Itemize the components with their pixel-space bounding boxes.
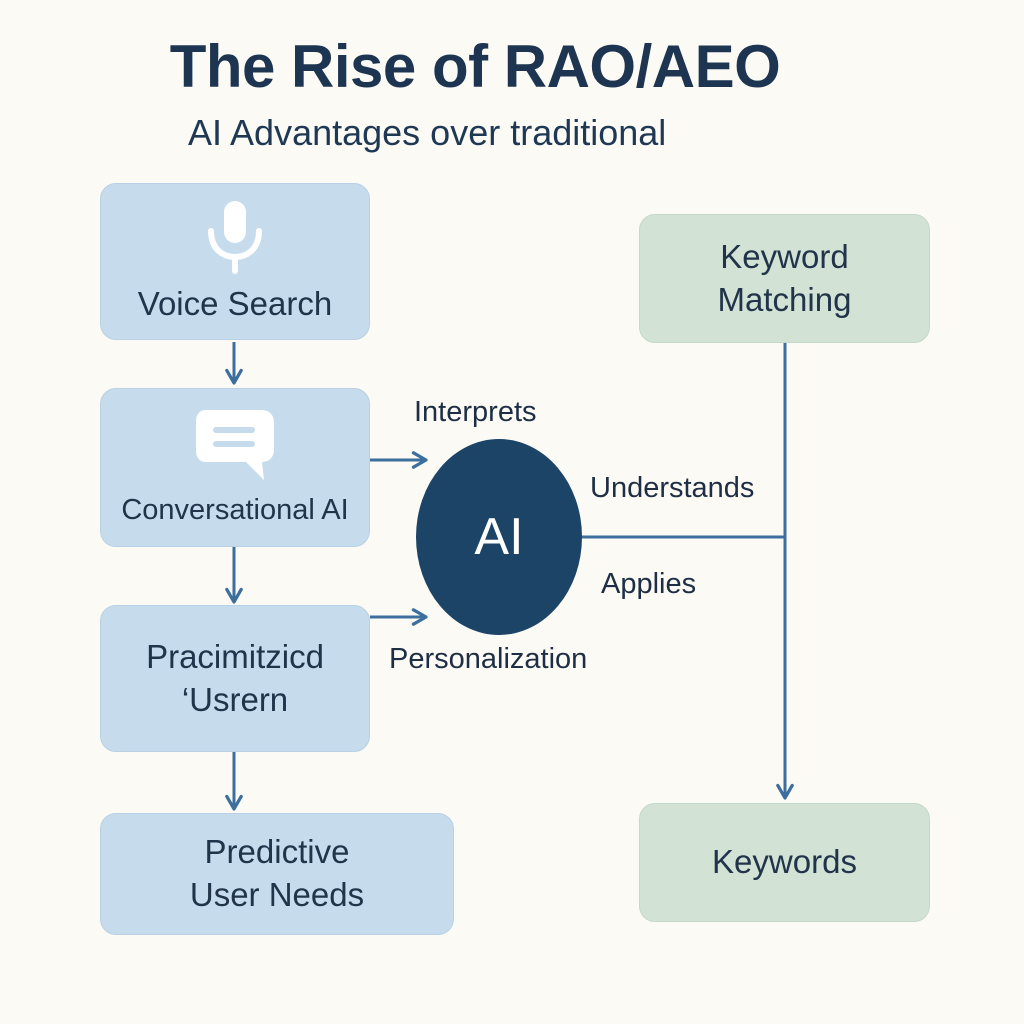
predictive-line1: Predictive (204, 833, 350, 871)
diagram-title: The Rise of RAO/AEO (169, 33, 781, 100)
microphone-icon (208, 201, 262, 275)
voice-search-box: Voice Search (100, 183, 370, 340)
personalized-users-line2: ‘Usrern (181, 680, 289, 718)
edge-label-personalization: Personalization (389, 643, 588, 675)
edge-label-applies: Applies (601, 568, 697, 600)
keywords-label: Keywords (712, 843, 857, 881)
voice-search-label: Voice Search (137, 285, 333, 323)
conversational-ai-label: Conversational AI (121, 493, 349, 526)
keyword-matching-box: Keyword Matching (639, 214, 930, 343)
conversational-ai-box: Conversational AI (100, 388, 370, 547)
edge-label-understands: Understands (590, 472, 755, 504)
ai-node-label: AI (474, 508, 524, 566)
keyword-matching-line1: Keyword (720, 237, 849, 275)
personalized-users-box: Pracimitzicd ‘Usrern (100, 605, 370, 752)
personalized-users-line1: Pracimitzicd (146, 637, 324, 675)
predictive-user-needs-box: Predictive User Needs (100, 813, 454, 935)
keywords-box: Keywords (639, 803, 930, 922)
ai-node: AI (416, 439, 582, 635)
predictive-line2: User Needs (189, 876, 365, 913)
chat-bubble-icon (196, 409, 274, 480)
diagram-subtitle: AI Advantages over traditional (188, 112, 667, 153)
edge-label-interprets: Interprets (414, 396, 537, 428)
keyword-matching-line2: Matching (717, 280, 852, 318)
